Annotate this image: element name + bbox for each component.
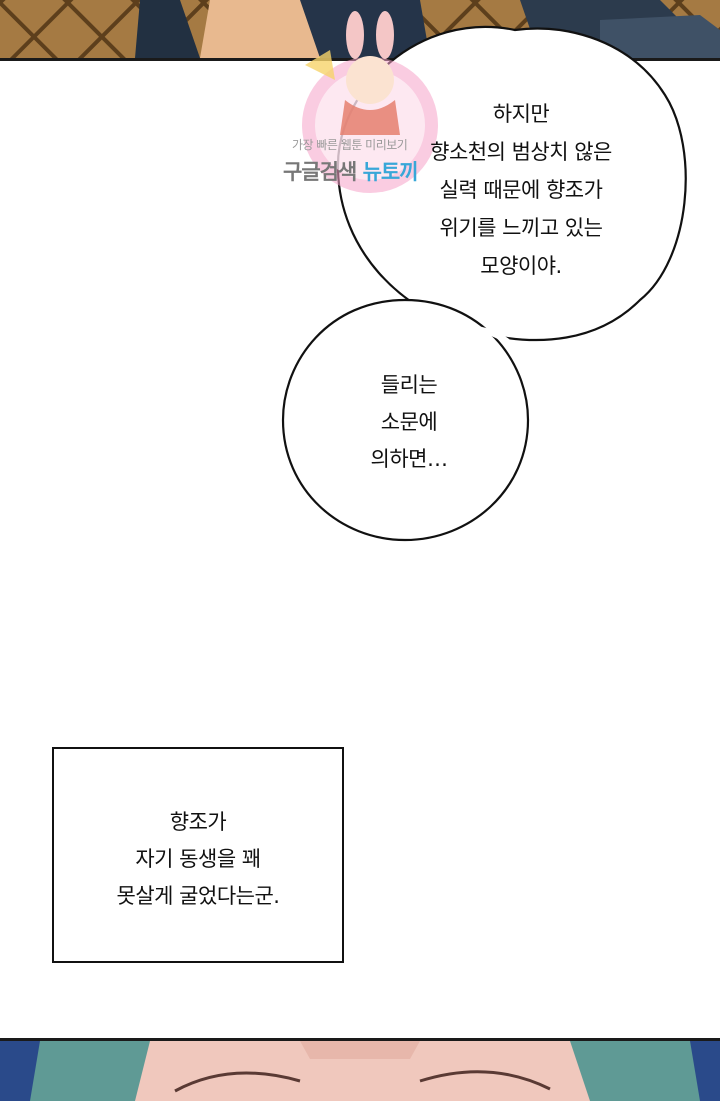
small-bubble-line-2: 소문에 — [380, 410, 438, 434]
watermark-tagline: 가장 빠른 웹툰 미리보기 — [292, 138, 408, 152]
watermark-logo — [302, 11, 438, 193]
bottom-panel-artwork — [0, 1038, 720, 1101]
narration-box — [52, 747, 344, 963]
large-bubble-line-5: 모양이야. — [480, 254, 562, 278]
watermark-brand: 구글검색 뉴토끼 — [283, 156, 419, 186]
small-bubble-line-3: 의하면… — [370, 447, 448, 471]
large-bubble-line-3: 실력 때문에 향조가 — [439, 178, 603, 202]
narration-line-1: 향조가 — [169, 810, 227, 834]
large-bubble-line-2: 향소천의 범상치 않은 — [430, 140, 612, 164]
watermark-brand-accent: 뉴토끼 — [362, 160, 419, 184]
bottom-panel-drawing — [0, 1041, 720, 1101]
narration-line-2: 자기 동생을 꽤 — [135, 847, 261, 871]
watermark-brand-main: 구글검색 — [283, 160, 357, 184]
small-bubble-line-1: 들리는 — [380, 373, 438, 397]
large-bubble-line-4: 위기를 느끼고 있는 — [439, 216, 603, 240]
speech-bubble-small — [281, 298, 530, 542]
narration-line-3: 못살게 굴었다는군. — [116, 884, 280, 908]
large-bubble-line-1: 하지만 — [492, 102, 550, 126]
